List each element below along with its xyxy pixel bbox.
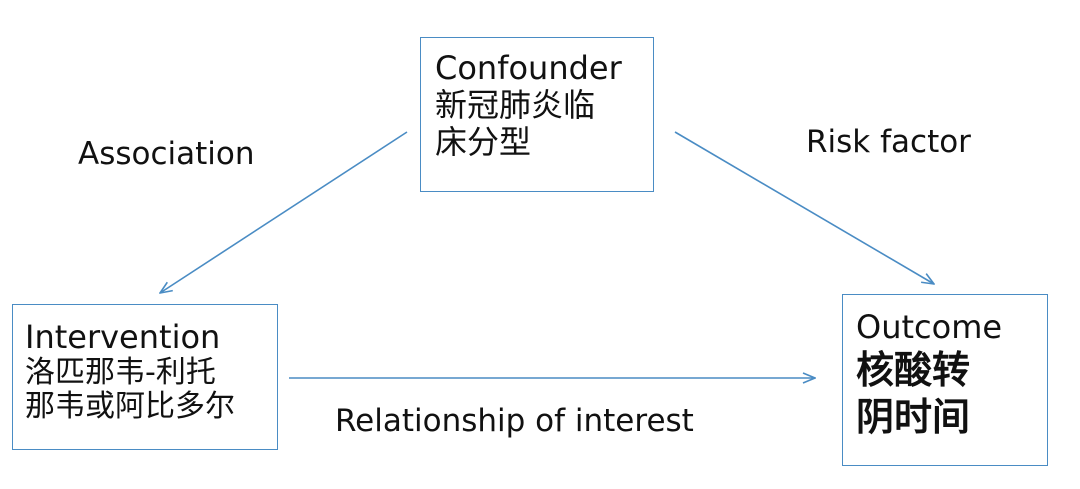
outcome-label: Outcome: [856, 308, 1003, 346]
edge-association-arrow: [160, 131, 408, 293]
outcome-node: Outcome 核酸转 阴时间: [842, 294, 1048, 466]
confounder-node: Confounder 新冠肺炎临 床分型: [420, 37, 654, 192]
confounder-label: Confounder: [435, 49, 622, 87]
risk-factor-edge-label: Risk factor: [806, 124, 971, 160]
outcome-text-line1: 核酸转: [856, 346, 971, 392]
confounder-text-line1: 新冠肺炎临: [435, 85, 596, 124]
edge-risk-factor-arrow: [674, 131, 934, 284]
outcome-text-line2: 阴时间: [856, 394, 971, 440]
association-edge-label: Association: [78, 136, 255, 172]
intervention-label: Intervention: [25, 318, 221, 356]
intervention-text-line1: 洛匹那韦-利托: [25, 354, 216, 390]
intervention-node: Intervention 洛匹那韦-利托 那韦或阿比多尔: [12, 304, 278, 450]
intervention-text-line2: 那韦或阿比多尔: [25, 389, 235, 425]
relationship-edge-label: Relationship of interest: [335, 403, 694, 439]
confounder-text-line2: 床分型: [435, 122, 532, 161]
